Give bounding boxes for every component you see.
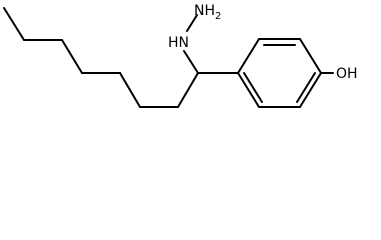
bond: [237, 38, 260, 74]
bond: [61, 39, 83, 74]
benzene-ring: [237, 38, 322, 108]
hydrazinyl-group: HN NH2: [168, 3, 221, 74]
bond: [237, 72, 260, 108]
nh-label: HN: [168, 35, 189, 51]
bond: [299, 38, 322, 74]
bond: [119, 72, 141, 108]
oh-label: OH: [336, 66, 358, 82]
hydroxyl-group: OH: [320, 66, 358, 82]
bond: [183, 50, 199, 74]
alkyl-chain: [3, 7, 199, 108]
bond: [177, 72, 199, 108]
double-bond-inner: [243, 72, 263, 103]
nh2-label: NH2: [194, 3, 221, 22]
double-bond-inner: [296, 72, 316, 103]
bond: [3, 7, 25, 41]
bond: [299, 72, 322, 108]
nh2-label-main: NH: [194, 3, 215, 19]
chemical-structure: HN NH2 OH: [3, 3, 358, 108]
bond: [186, 14, 198, 32]
nh2-label-subscript: 2: [215, 11, 221, 22]
